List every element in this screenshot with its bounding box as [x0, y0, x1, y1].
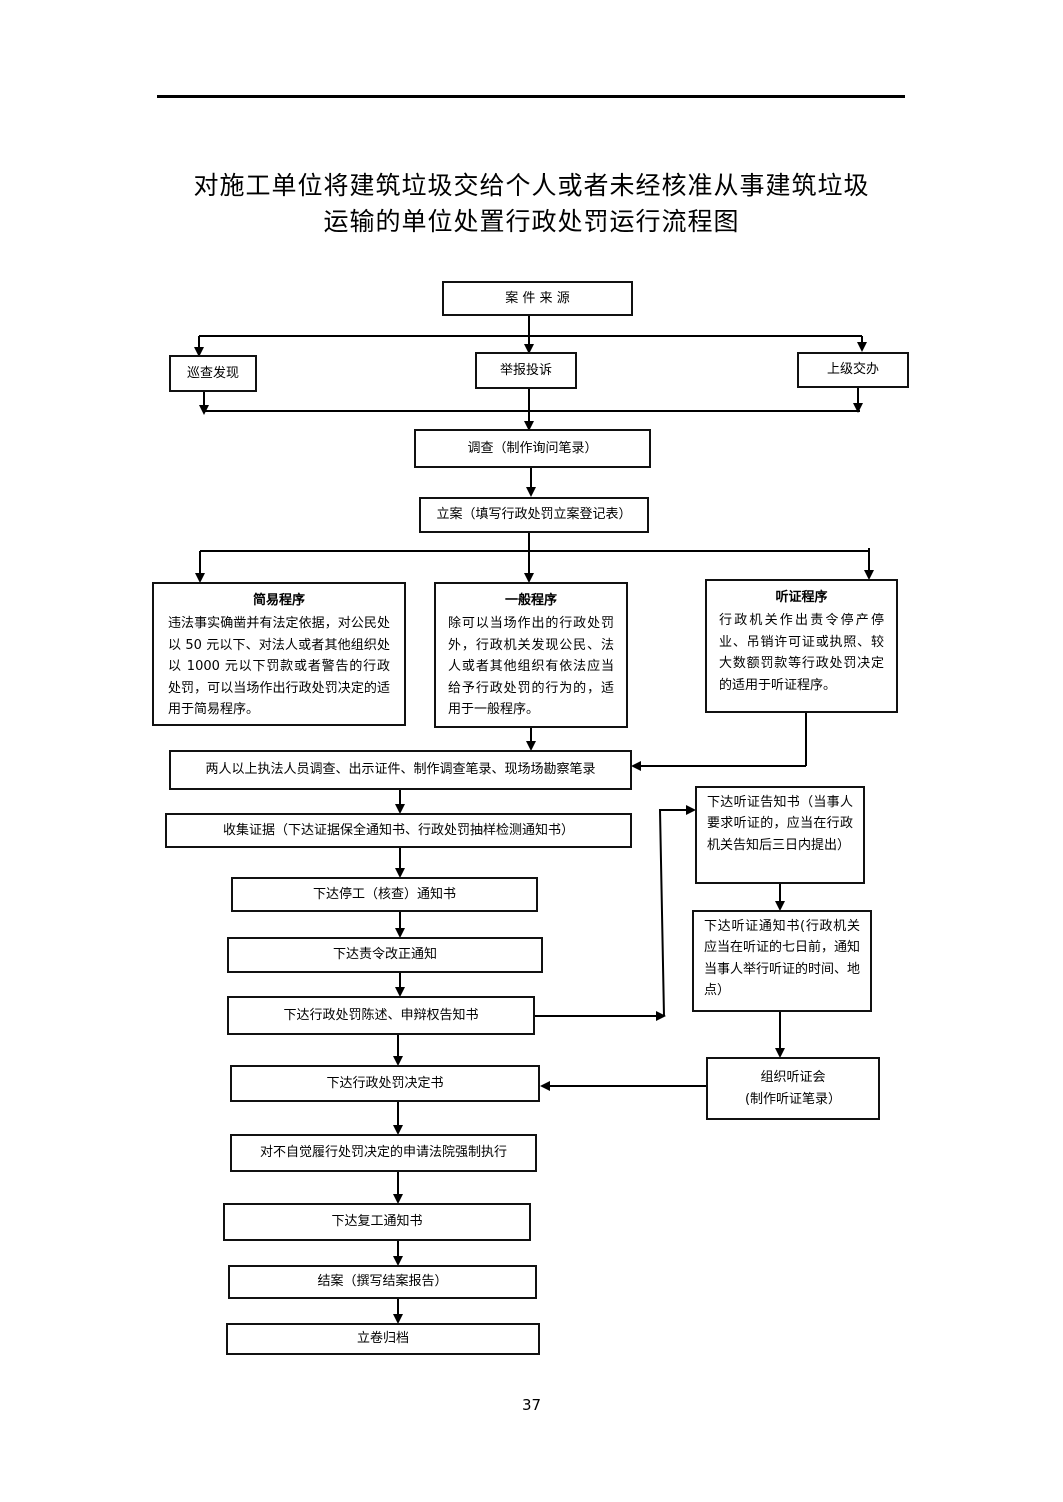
superior-label: 上级交办: [826, 362, 879, 378]
close-case-label: 结案（撰写结案报告）: [317, 1274, 448, 1290]
investigate-box: 调查（制作询问笔录）: [414, 429, 651, 468]
collect-evidence-label: 收集证据（下达证据保全通知书、行政处罚抽样检测通知书）: [222, 822, 574, 838]
register-box: 立案（填写行政处罚立案登记表）: [419, 497, 649, 533]
simple-procedure-box: 简易程序 违法事实确凿并有法定依据，对公民处以 50 元以下、对法人或者其他组织…: [152, 582, 406, 726]
stop-work-notice-label: 下达停工（核查）通知书: [312, 886, 456, 902]
hearing-procedure-title: 听证程序: [775, 590, 828, 605]
register-label: 立案（填写行政处罚立案登记表）: [436, 507, 632, 523]
statement-notice-box: 下达行政处罚陈述、申辩权告知书: [227, 996, 535, 1035]
page-number: 37: [521, 1396, 542, 1414]
enforce-label: 对不自觉履行处罚决定的申请法院强制执行: [259, 1145, 507, 1161]
case-source-label: 案 件 来 源: [505, 290, 570, 306]
archive-box: 立卷归档: [226, 1323, 540, 1355]
investigate-label: 调查（制作询问笔录）: [467, 440, 598, 456]
collect-evidence-box: 收集证据（下达证据保全通知书、行政处罚抽样检测通知书）: [165, 813, 632, 848]
hearing-meeting-box: 组织听证会 (制作听证笔录）: [706, 1057, 880, 1120]
hearing-procedure-text: 行政机关作出责令停产停业、吊销许可证或执照、较大数额罚款等行政处罚决定的适用于听…: [719, 613, 884, 693]
archive-label: 立卷归档: [356, 1331, 409, 1347]
hearing-notice-text: 下达听证告知书（当事人要求听证的，应当在行政机关告知后三日内提出）: [707, 795, 853, 853]
report-label: 举报投诉: [499, 362, 552, 378]
stop-work-notice-box: 下达停工（核查）通知书: [231, 877, 538, 912]
arrow-to-hearing-notice: [658, 805, 696, 1017]
simple-procedure-text: 违法事实确凿并有法定依据，对公民处以 50 元以下、对法人或者其他组织处以 10…: [168, 616, 390, 718]
simple-procedure-title: 简易程序: [252, 593, 305, 608]
report-box: 举报投诉: [475, 352, 577, 389]
two-officers-label: 两人以上执法人员调查、出示证件、制作调查笔录、现场场勘察笔录: [205, 762, 596, 778]
close-case-box: 结案（撰写结案报告）: [228, 1265, 537, 1299]
two-officers-box: 两人以上执法人员调查、出示证件、制作调查笔录、现场场勘察笔录: [169, 750, 632, 790]
resume-work-box: 下达复工通知书: [223, 1203, 531, 1241]
case-source-box: 案 件 来 源: [442, 281, 633, 316]
decision-box: 下达行政处罚决定书: [230, 1065, 540, 1102]
page-title-line-1: 对施工单位将建筑垃圾交给个人或者未经核准从事建筑垃圾: [193, 171, 870, 200]
hearing-schedule-text: 下达听证通知书(行政机关应当在听证的七日前，通知当事人举行听证的时间、地点）: [704, 919, 861, 999]
general-procedure-text: 除可以当场作出的行政处罚外，行政机关发现公民、法人或者其他组织有依法应当给予行政…: [448, 616, 614, 718]
general-procedure-box: 一般程序 除可以当场作出的行政处罚外，行政机关发现公民、法人或者其他组织有依法应…: [434, 582, 628, 728]
hearing-procedure-box: 听证程序 行政机关作出责令停产停业、吊销许可证或执照、较大数额罚款等行政处罚决定…: [705, 579, 898, 713]
rectify-notice-box: 下达责令改正通知: [227, 937, 543, 973]
hearing-notice-box: 下达听证告知书（当事人要求听证的，应当在行政机关告知后三日内提出）: [695, 786, 865, 884]
hearing-meeting-label: 组织听证会: [760, 1070, 826, 1086]
resume-work-label: 下达复工通知书: [331, 1214, 423, 1230]
page-title-line-2: 运输的单位处置行政处罚运行流程图: [323, 207, 740, 236]
header-rule: [157, 95, 905, 98]
superior-box: 上级交办: [797, 352, 909, 388]
decision-label: 下达行政处罚决定书: [326, 1075, 444, 1091]
hearing-schedule-box: 下达听证通知书(行政机关应当在听证的七日前，通知当事人举行听证的时间、地点）: [692, 910, 872, 1012]
enforce-box: 对不自觉履行处罚决定的申请法院强制执行: [230, 1134, 537, 1172]
rectify-notice-label: 下达责令改正通知: [332, 947, 437, 963]
hearing-meeting-sublabel: (制作听证笔录）: [744, 1091, 842, 1107]
statement-notice-label: 下达行政处罚陈述、申辩权告知书: [283, 1007, 479, 1023]
patrol-label: 巡查发现: [186, 365, 239, 381]
patrol-box: 巡查发现: [169, 355, 257, 392]
general-procedure-title: 一般程序: [504, 593, 557, 608]
